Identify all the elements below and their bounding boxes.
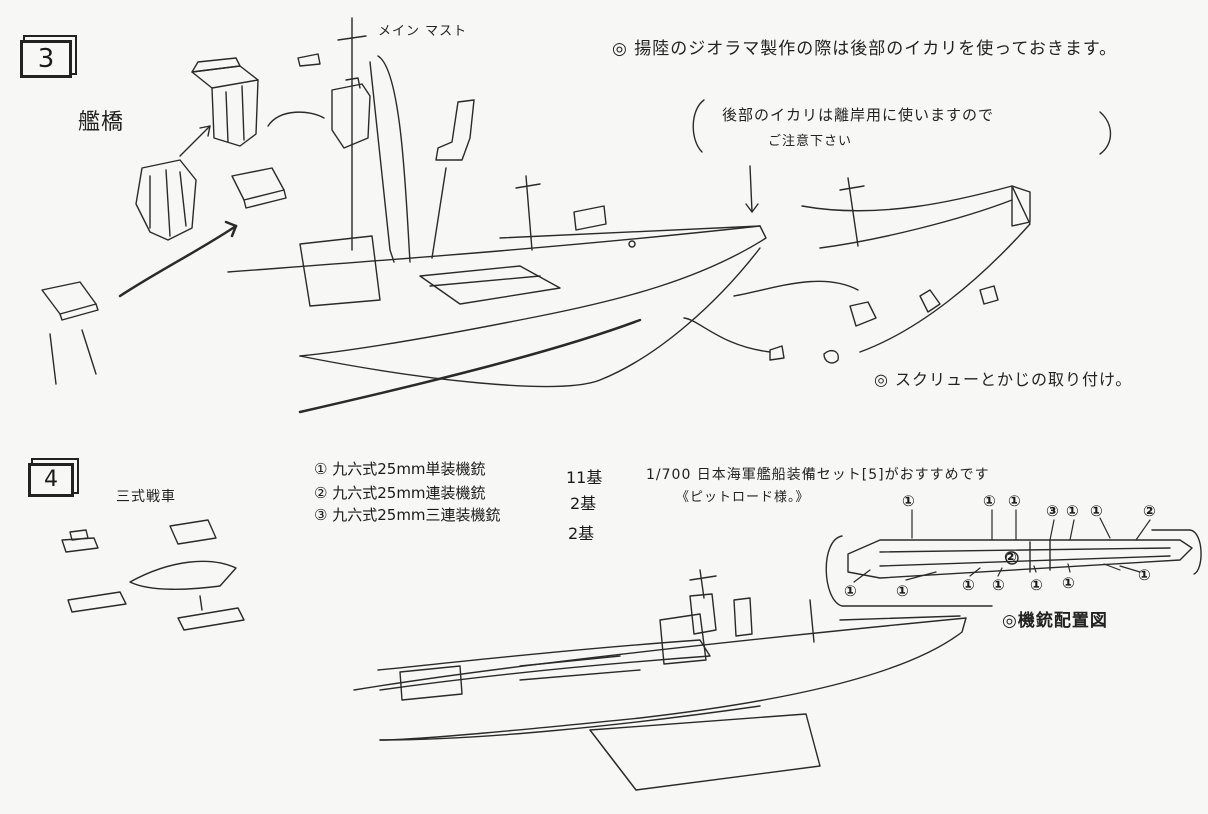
note-bracket-right <box>1099 111 1112 155</box>
callout-mark: ① <box>992 576 1005 594</box>
gun-qty-3: 2基 <box>568 524 595 543</box>
step3-number-box: 3 <box>20 40 72 78</box>
anchor-note-line1: 後部のイカリは離岸用に使いますので <box>722 106 995 124</box>
callout-mark: ② <box>1004 548 1017 566</box>
callout-mark: ① <box>962 576 975 594</box>
arrow-bridge-up <box>179 125 211 157</box>
callout-mark: ① <box>902 492 915 510</box>
callout-mark: ① <box>1090 502 1103 520</box>
arrow-rudder <box>733 280 859 297</box>
recommend-source: 《ピットロード様。》 <box>676 490 810 505</box>
small-deck-part <box>41 281 99 321</box>
placement-diagram <box>825 529 1202 607</box>
tank-small <box>61 529 99 553</box>
mast-top-part <box>297 53 371 149</box>
callout-mark: ① <box>1066 502 1079 520</box>
main-mast-label: メイン マスト <box>378 24 468 39</box>
gun-legend-num: ① <box>314 460 328 478</box>
callout-mark: ③ <box>1046 502 1059 520</box>
callout-mark: ① <box>1030 576 1043 594</box>
arrow-mast-2 <box>369 61 395 263</box>
step4-number: 4 <box>44 467 58 492</box>
gun-legend-num: ③ <box>314 506 328 524</box>
gun-legend-row-2: ② 九六式25mm連装機銃 <box>314 482 486 503</box>
tank-label: 三式戦車 <box>116 489 176 505</box>
main-mast <box>337 17 367 85</box>
arrow-stern-anchor <box>749 165 753 213</box>
ship-stern <box>769 177 1031 364</box>
bridge-label: 艦橋 <box>78 110 125 135</box>
tank-parts <box>67 519 245 631</box>
gun-legend-name: 九六式25mm三連装機銃 <box>332 506 501 524</box>
callout-mark: ① <box>844 582 857 600</box>
step4-number-box: 4 <box>28 463 74 497</box>
gun-legend-row-3: ③ 九六式25mm三連装機銃 <box>314 504 501 525</box>
callout-mark: ① <box>1062 574 1075 592</box>
gun-legend-name: 九六式25mm連装機銃 <box>332 484 486 502</box>
diorama-note: ◎ 揚陸のジオラマ製作の際は後部のイカリを使っておきます。 <box>612 39 1118 59</box>
callout-mark: ① <box>983 492 996 510</box>
recommend-note: 1/700 日本海軍艦船装備セット[5]がおすすめです <box>646 467 990 483</box>
bridge-lower-part <box>135 159 197 241</box>
arrow-small-part <box>49 329 97 385</box>
note-bracket-left <box>692 99 705 153</box>
callout-mark: ① <box>1008 492 1021 510</box>
callout-mark: ① <box>1138 566 1151 584</box>
finished-ship <box>353 569 967 791</box>
gun-legend-num: ② <box>314 484 328 502</box>
placement-callouts <box>853 509 1151 583</box>
arrow-boot <box>431 167 447 259</box>
boot-part <box>435 99 475 161</box>
arrow-mast <box>267 111 325 127</box>
gun-qty-2: 2基 <box>570 494 597 513</box>
big-arrow-1 <box>118 224 238 298</box>
callout-mark: ② <box>1143 502 1156 520</box>
arrow-screw <box>683 317 771 353</box>
step3-number: 3 <box>37 44 55 74</box>
bridge-top-part <box>191 57 259 147</box>
ship-hull-main <box>227 175 767 414</box>
placement-title: ◎機銃配置図 <box>1002 611 1108 631</box>
gun-legend-name: 九六式25mm単装機銃 <box>332 460 486 478</box>
arrow-mast-3 <box>377 55 411 263</box>
screw-note: ◎ スクリューとかじの取り付け。 <box>874 370 1133 389</box>
callout-mark: ① <box>896 582 909 600</box>
anchor-note-line2: ご注意下さい <box>768 134 853 149</box>
gun-qty-1: 11基 <box>566 468 603 487</box>
bridge-deck-part <box>231 167 287 209</box>
gun-legend-row-1: ① 九六式25mm単装機銃 <box>314 458 486 479</box>
